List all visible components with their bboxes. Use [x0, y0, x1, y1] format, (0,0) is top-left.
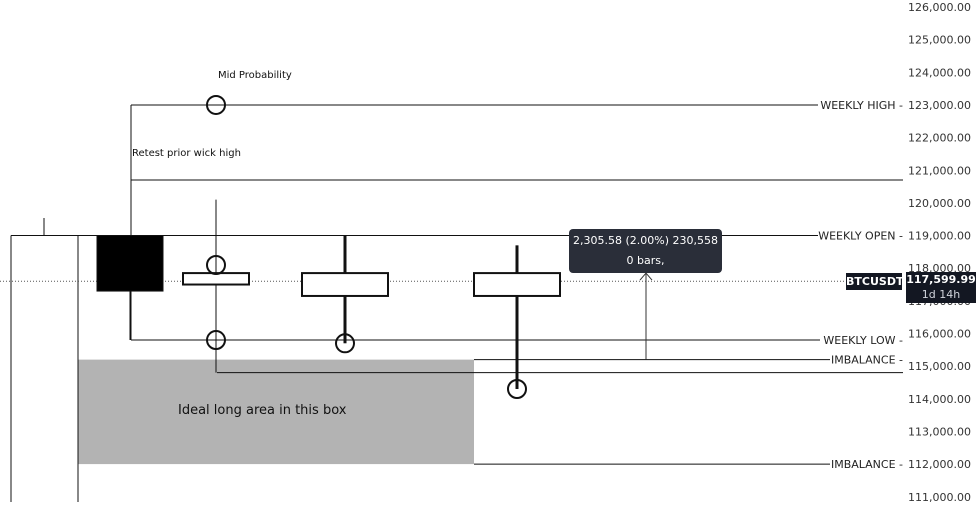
candle-body-3 — [473, 272, 561, 297]
y-tick-label: 111,000.00 — [908, 491, 971, 502]
weekly-low-circle-1 — [206, 330, 226, 351]
deep-wick-circle — [507, 379, 527, 399]
measure-line2: 0 bars, — [626, 254, 665, 267]
candle-top-circle — [206, 255, 226, 275]
candle-body-0 — [96, 235, 164, 292]
long-area-box — [78, 359, 474, 465]
level-label-0: WEEKLY HIGH - — [820, 99, 903, 112]
weekly-low-circle-2 — [335, 333, 355, 354]
mid-probability-label: Mid Probability — [218, 70, 292, 81]
symbol-tag: BTCUSDT — [846, 273, 904, 290]
level-label-2: WEEKLY OPEN - — [818, 230, 903, 243]
y-tick-label: 120,000.00 — [908, 197, 971, 210]
y-tick-label: 126,000.00 — [908, 1, 971, 14]
y-tick-label: 113,000.00 — [908, 425, 971, 438]
y-tick-label: 116,000.00 — [908, 328, 971, 341]
measure-line1: 2,305.58 (2.00%) 230,558 — [573, 234, 718, 247]
level-label-3: WEEKLY LOW - — [823, 334, 903, 347]
y-tick-label: 118,000.00 — [908, 262, 971, 275]
current-price: 117,599.99 — [906, 273, 976, 286]
y-tick-label: 112,000.00 — [908, 458, 971, 471]
y-tick-label: 123,000.00 — [908, 99, 971, 112]
y-tick-label: 119,000.00 — [908, 230, 971, 243]
level-label-6: IMBALANCE - — [831, 458, 903, 471]
y-tick-label: 115,000.00 — [908, 360, 971, 373]
y-tick-label: 125,000.00 — [908, 34, 971, 47]
y-tick-label: 121,000.00 — [908, 164, 971, 177]
measure-arrow-head — [639, 272, 653, 281]
price-tag: 117,599.99 1d 14h — [906, 272, 976, 303]
retest-label: Retest prior wick high — [132, 148, 241, 159]
y-tick-label: 114,000.00 — [908, 393, 971, 406]
bar-countdown: 1d 14h — [921, 288, 961, 301]
long-area-label: Ideal long area in this box — [178, 403, 347, 418]
level-label-4: IMBALANCE - — [831, 354, 903, 367]
y-tick-label: 124,000.00 — [908, 66, 971, 79]
mid-probability-circle — [206, 94, 226, 115]
measure-tooltip: 2,305.58 (2.00%) 230,558 0 bars, — [569, 229, 722, 273]
candle-body-2 — [301, 272, 389, 297]
y-tick-label: 122,000.00 — [908, 132, 971, 145]
